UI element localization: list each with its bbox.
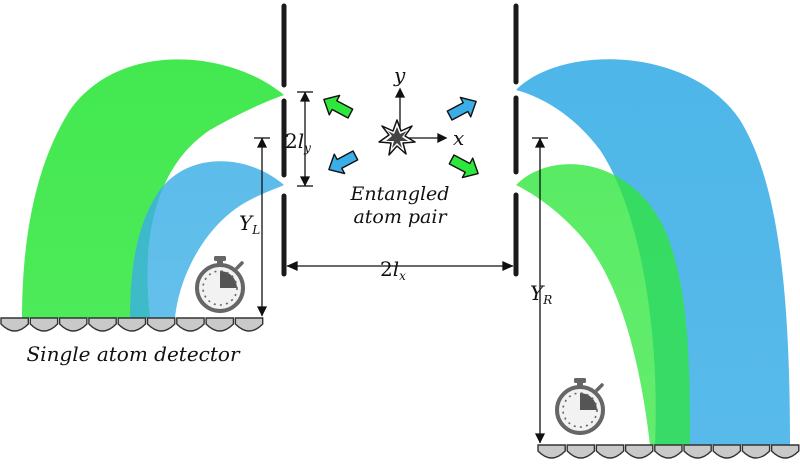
source-label-line1: Entangled [350,183,450,205]
left-detector [0,317,264,332]
detector-cell [624,444,654,459]
arrow-icon [328,150,359,175]
detector-cell [741,444,771,459]
explosion-icon [378,119,416,156]
axis-y-label: y [393,63,406,87]
two-ly-label: 2ly [285,129,311,155]
detector-cell [595,444,625,459]
detector-cell [683,444,712,459]
detector-cell [770,444,800,459]
two-lx-label: 2lx [380,257,406,283]
arrow-icon [323,94,354,119]
right-detector [537,444,800,459]
axis-x-label: x [453,126,464,150]
detector-cell [29,317,59,332]
detector-cell [712,444,742,459]
detector-cell [58,317,88,332]
stopwatch-icon [555,378,605,435]
detector-cell [146,317,176,332]
right-green-trajectory [516,164,690,445]
left-blue-trajectory [130,161,284,318]
left-green-trajectory [22,59,284,319]
y-right-label: YR [530,281,552,307]
detector-cell [234,317,264,332]
detector-caption: Single atom detector [26,342,240,366]
detector-cell [537,444,566,459]
y-left-label: YL [239,211,260,237]
stopwatch-icon [195,256,245,313]
detector-cell [654,444,683,459]
detector-cell [176,317,205,332]
detector-cell [0,317,29,332]
detector-cell [88,317,117,332]
arrow-icon [446,96,477,121]
source-label-line2: atom pair [353,206,448,228]
detector-cell [205,317,235,332]
arrow-icon [448,154,479,179]
detector-cell [566,444,596,459]
detector-cell [117,317,147,332]
